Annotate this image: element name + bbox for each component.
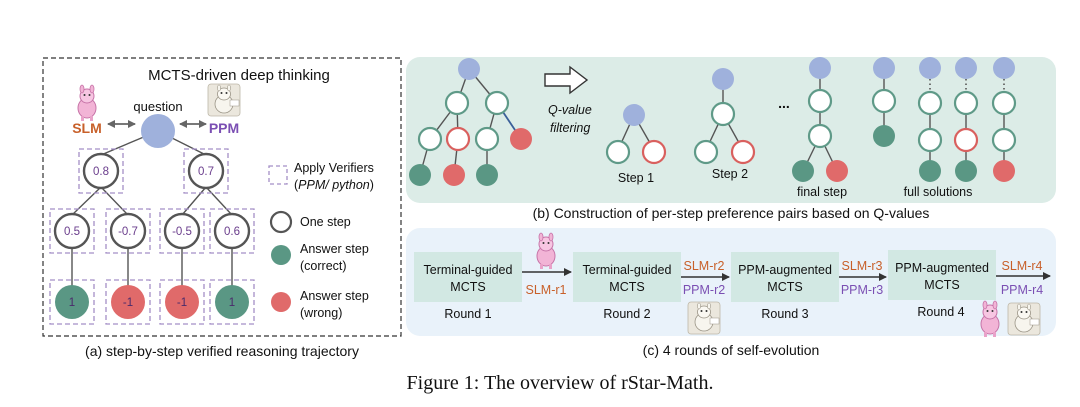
round2-label: Round 2 <box>603 307 650 321</box>
alpaca-icon <box>687 301 721 335</box>
slm-r4-label: SLM-r4 <box>1002 259 1043 273</box>
q-value-label: 0.5 <box>64 226 80 238</box>
panel-c: Terminal-guided MCTS Terminal-guided MCT… <box>406 228 1056 358</box>
step2-label: Step 2 <box>712 167 748 181</box>
legend-one-step-swatch <box>269 210 293 234</box>
ppm-r4-label: PPM-r4 <box>1001 283 1043 297</box>
ppm-label: PPM <box>209 120 239 136</box>
hollow-right-arrow-icon <box>544 65 589 95</box>
full-solutions-label: full solutions <box>904 185 973 199</box>
panel-a-caption: (a) step-by-step verified reasoning traj… <box>85 343 359 359</box>
legend: Apply Verifiers (PPM/ python) One step A… <box>268 161 374 320</box>
q-value-label: 0.7 <box>198 166 214 178</box>
round3-label: Round 3 <box>761 307 808 321</box>
slm-llama-icon <box>77 84 97 122</box>
round4-box-line2: MCTS <box>924 278 959 292</box>
slm-r2-label: SLM-r2 <box>684 259 725 273</box>
round2-box <box>573 252 681 302</box>
panel-a-border <box>42 57 402 337</box>
round3-box-line1: PPM-augmented <box>738 263 832 277</box>
question-node <box>141 114 175 148</box>
legend-verifier-swatch <box>268 165 288 185</box>
alpaca-icon <box>1007 302 1041 336</box>
leaf-value-label: 1 <box>229 297 235 309</box>
verifier-boxes <box>49 148 255 325</box>
slm-r1-label: SLM-r1 <box>526 283 567 297</box>
big-tree-nodes <box>409 58 532 186</box>
ellipsis: ... <box>778 95 790 111</box>
leaf-value-label: -1 <box>177 297 187 309</box>
legend-verifier-detail: (PPM/ python) <box>294 178 374 192</box>
panel-a: MCTS-driven deep thinking SLM PPM questi… <box>42 57 402 359</box>
slm-r3-label: SLM-r3 <box>842 259 883 273</box>
final-step-nodes <box>792 57 848 182</box>
step1-label: Step 1 <box>618 171 654 185</box>
legend-wrong-label: Answer step <box>300 289 369 303</box>
leaf-nodes <box>55 285 249 319</box>
figure-caption: Figure 1: The overview of rStar-Math. <box>407 372 714 394</box>
ppm-r3-label: PPM-r3 <box>841 283 883 297</box>
round2-box-line2: MCTS <box>609 280 644 294</box>
q-value-label: 0.6 <box>224 226 240 238</box>
legend-correct-swatch <box>271 245 291 265</box>
level2-nodes <box>53 212 251 250</box>
legend-verifier-label: Apply Verifiers <box>294 161 374 175</box>
legend-one-step-label: One step <box>300 215 351 229</box>
leaf-value-label: -1 <box>123 297 133 309</box>
panel-b-caption: (b) Construction of per-step preference … <box>533 205 930 221</box>
level1-nodes <box>82 152 225 190</box>
panel-c-caption: (c) 4 rounds of self-evolution <box>643 342 820 358</box>
llama-icon <box>536 232 556 270</box>
panel-b-background <box>406 57 1056 203</box>
round1-box-line2: MCTS <box>450 280 485 294</box>
question-label: question <box>133 99 182 114</box>
round1-box-line1: Terminal-guided <box>424 263 513 277</box>
full-solution-nodes <box>871 57 1017 182</box>
round2-box-line1: Terminal-guided <box>583 263 672 277</box>
round4-label: Round 4 <box>917 305 964 319</box>
panel-b: Q-value filtering Step 1 Step 2 ... <box>406 57 1056 221</box>
legend-wrong-swatch <box>271 292 291 312</box>
ppm-r2-label: PPM-r2 <box>683 283 725 297</box>
filter-label-1: Q-value <box>548 103 592 117</box>
q-value-label: -0.7 <box>118 226 138 238</box>
step1-nodes <box>605 104 667 165</box>
filter-label-2: filtering <box>550 121 590 135</box>
round1-box <box>414 252 522 302</box>
round4-box <box>888 250 996 300</box>
llama-icon <box>980 300 1000 338</box>
legend-correct-sub: (correct) <box>300 259 347 273</box>
round4-box-line1: PPM-augmented <box>895 261 989 275</box>
ppm-alpaca-icon <box>207 83 241 117</box>
legend-wrong-sub: (wrong) <box>300 306 342 320</box>
final-step-label: final step <box>797 185 847 199</box>
leaf-value-label: 1 <box>69 297 75 309</box>
legend-correct-label: Answer step <box>300 242 369 256</box>
round1-label: Round 1 <box>444 307 491 321</box>
q-value-label: -0.5 <box>172 226 192 238</box>
panel-a-title: MCTS-driven deep thinking <box>148 67 330 84</box>
q-value-label: 0.8 <box>93 166 109 178</box>
slm-label: SLM <box>72 120 102 136</box>
step2-nodes <box>693 68 756 165</box>
round3-box-line2: MCTS <box>767 280 802 294</box>
round3-box <box>731 252 839 302</box>
